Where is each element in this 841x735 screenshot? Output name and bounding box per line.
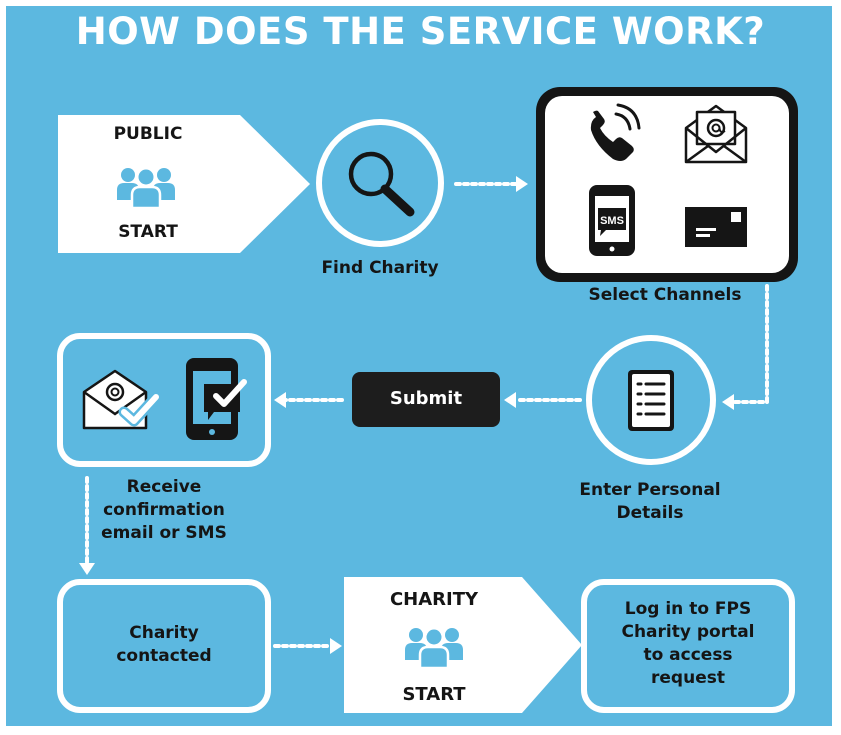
sms-icon: SMS (589, 185, 635, 256)
email-check-icon (82, 369, 162, 430)
receive-confirmation-label: Receive confirmation email or SMS (101, 477, 227, 543)
select-channels-node: SMS (536, 87, 798, 282)
mobile-check-icon (186, 358, 247, 440)
submit-label: Submit (389, 388, 463, 409)
receive-confirmation-node (57, 333, 271, 467)
find-charity-label: Find Charity (321, 258, 439, 278)
connector-4 (274, 392, 344, 408)
connector-5 (79, 476, 95, 575)
charity-contacted-label: Charity contacted (116, 623, 212, 666)
connector-2 (722, 284, 769, 410)
public-start-shape (58, 115, 310, 253)
page-title: HOW DOES THE SERVICE WORK? (75, 10, 766, 53)
find-charity-node (316, 119, 444, 247)
email-icon (684, 104, 748, 164)
charity-start-top-label: CHARITY (389, 589, 479, 610)
charity-start-bottom-label: START (402, 684, 466, 705)
charity-contacted-node (57, 579, 271, 713)
enter-details-label: Enter Personal Details (579, 480, 721, 523)
sms-label: SMS (600, 215, 624, 227)
submit-button (352, 372, 500, 427)
connector-6 (273, 638, 342, 654)
people-icon (117, 167, 175, 210)
checklist-icon (628, 370, 674, 431)
enter-details-node (586, 335, 716, 465)
public-start-top-label: PUBLIC (113, 124, 183, 144)
connector-1 (454, 176, 528, 192)
select-channels-label: Select Channels (588, 285, 742, 305)
connector-3 (504, 392, 582, 408)
people-icon (405, 627, 463, 670)
phone-icon (590, 103, 641, 161)
magnifier-icon (348, 151, 415, 217)
login-portal-label: Log in to FPS Charity portal to access r… (621, 599, 755, 688)
login-portal-node (581, 579, 795, 713)
public-start-bottom-label: START (118, 222, 178, 242)
charity-start-shape (344, 577, 582, 713)
letter-icon (685, 207, 747, 247)
